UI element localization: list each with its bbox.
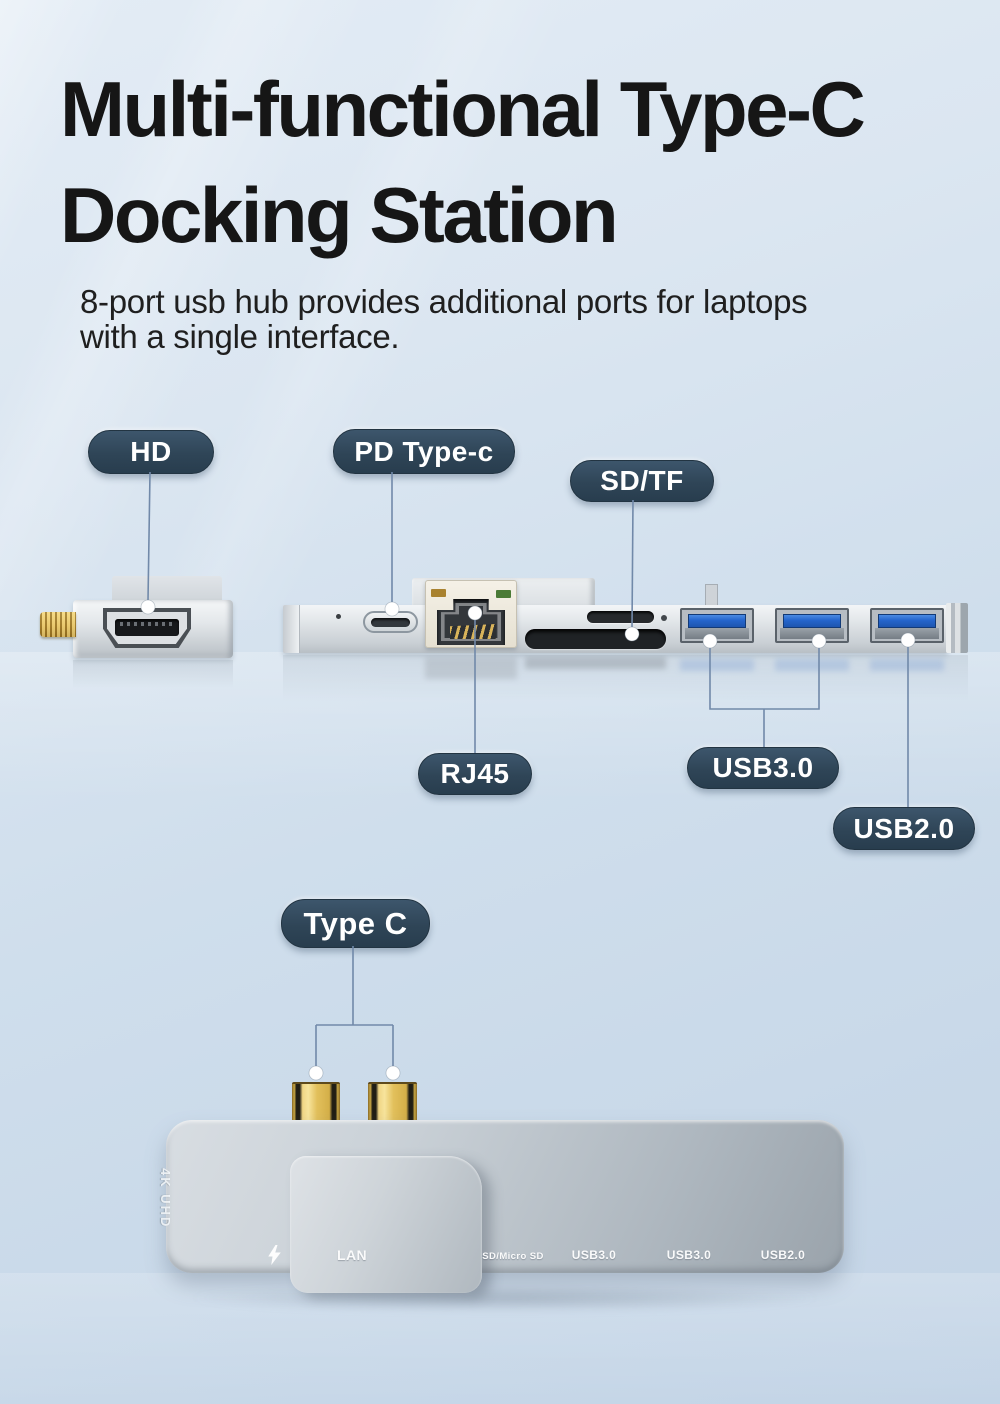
lightning-bolt-icon (268, 1245, 281, 1265)
rj45-gold-pins (450, 624, 496, 639)
dock-front-left-bevel (283, 605, 300, 653)
label-sd-micro-sd: SD/Micro SD (482, 1251, 544, 1262)
floor-highlight-bottom (0, 1273, 1000, 1403)
hdmi-gold-pin (40, 612, 76, 637)
callout-pill-hd-label: HD (130, 436, 172, 467)
label-lan: LAN (337, 1247, 367, 1263)
callout-dot-typec-1 (308, 1065, 324, 1081)
usb3-port-1-blue-tongue (688, 614, 746, 628)
reflection-ghost (870, 659, 944, 671)
callout-pill-type-c: Type C (281, 899, 430, 948)
rj45-orange-led (431, 589, 446, 597)
title-line-2: Docking Station (60, 171, 619, 259)
status-led (336, 614, 341, 619)
callout-pill-sd-tf-label: SD/TF (600, 465, 684, 496)
callout-dot-typec-2 (385, 1065, 401, 1081)
lan-port-bump (290, 1156, 482, 1293)
dock-front-reflection (283, 655, 968, 707)
reflection-ghost (525, 657, 666, 669)
usb2-port-cavity (875, 628, 939, 639)
page-subtitle: 8-port usb hub provides additional ports… (80, 284, 960, 354)
usb3-port-1-cavity (685, 628, 749, 639)
rj45-green-led (496, 590, 511, 598)
reflection-ghost (775, 659, 849, 671)
pin-hole (661, 615, 667, 621)
typec-connector-2 (368, 1082, 417, 1122)
dock-bottom-body (166, 1120, 844, 1273)
reflection-ghost (680, 659, 754, 671)
dock-front-tab (705, 584, 718, 609)
callout-pill-type-c-label: Type C (303, 905, 408, 941)
hdmi-module-reflection (73, 660, 233, 688)
callout-line-type-c (315, 946, 394, 1067)
label-4k-uhd: 4K UHD (158, 1168, 173, 1229)
usb3-port-2-blue-tongue (783, 614, 841, 628)
reflection-ghost (425, 657, 517, 679)
tf-card-slot (587, 611, 654, 623)
callout-pill-usb2-label: USB2.0 (853, 812, 955, 844)
callout-pill-pd-typec: PD Type-c (333, 429, 515, 474)
subtitle-line-1: 8-port usb hub provides additional ports… (80, 283, 808, 320)
callout-pill-sd-tf: SD/TF (570, 460, 714, 502)
callout-pill-usb3: USB3.0 (687, 747, 839, 789)
usb3-port-2 (775, 608, 849, 643)
label-usb3-second: USB3.0 (666, 1248, 712, 1262)
usb3-port-2-cavity (780, 628, 844, 639)
subtitle-line-2: with a single interface. (80, 318, 400, 355)
hdmi-port-pins (120, 622, 174, 626)
label-usb3-first: USB3.0 (571, 1248, 617, 1262)
title-line-1: Multi-functional Type-C (60, 65, 866, 153)
usb-c-port-slot (371, 618, 410, 627)
usb2-port (870, 608, 944, 643)
callout-pill-usb2: USB2.0 (833, 807, 975, 850)
typec-connector-1 (292, 1082, 340, 1122)
usb3-port-1 (680, 608, 754, 643)
callout-pill-hd: HD (88, 430, 214, 474)
sd-card-slot (525, 629, 666, 649)
background-streaks (0, 0, 640, 620)
page-title: Multi-functional Type-C Docking Station (60, 56, 980, 268)
callout-pill-rj45-label: RJ45 (440, 758, 510, 789)
dock-bottom-shadow (185, 1284, 825, 1312)
usb2-port-blue-tongue (878, 614, 936, 628)
callout-pill-pd-typec-label: PD Type-c (354, 435, 494, 467)
callout-pill-rj45: RJ45 (418, 753, 532, 795)
dock-front-end-cap (946, 603, 968, 653)
callout-pill-usb3-label: USB3.0 (712, 752, 814, 783)
label-usb2: USB2.0 (760, 1248, 806, 1262)
